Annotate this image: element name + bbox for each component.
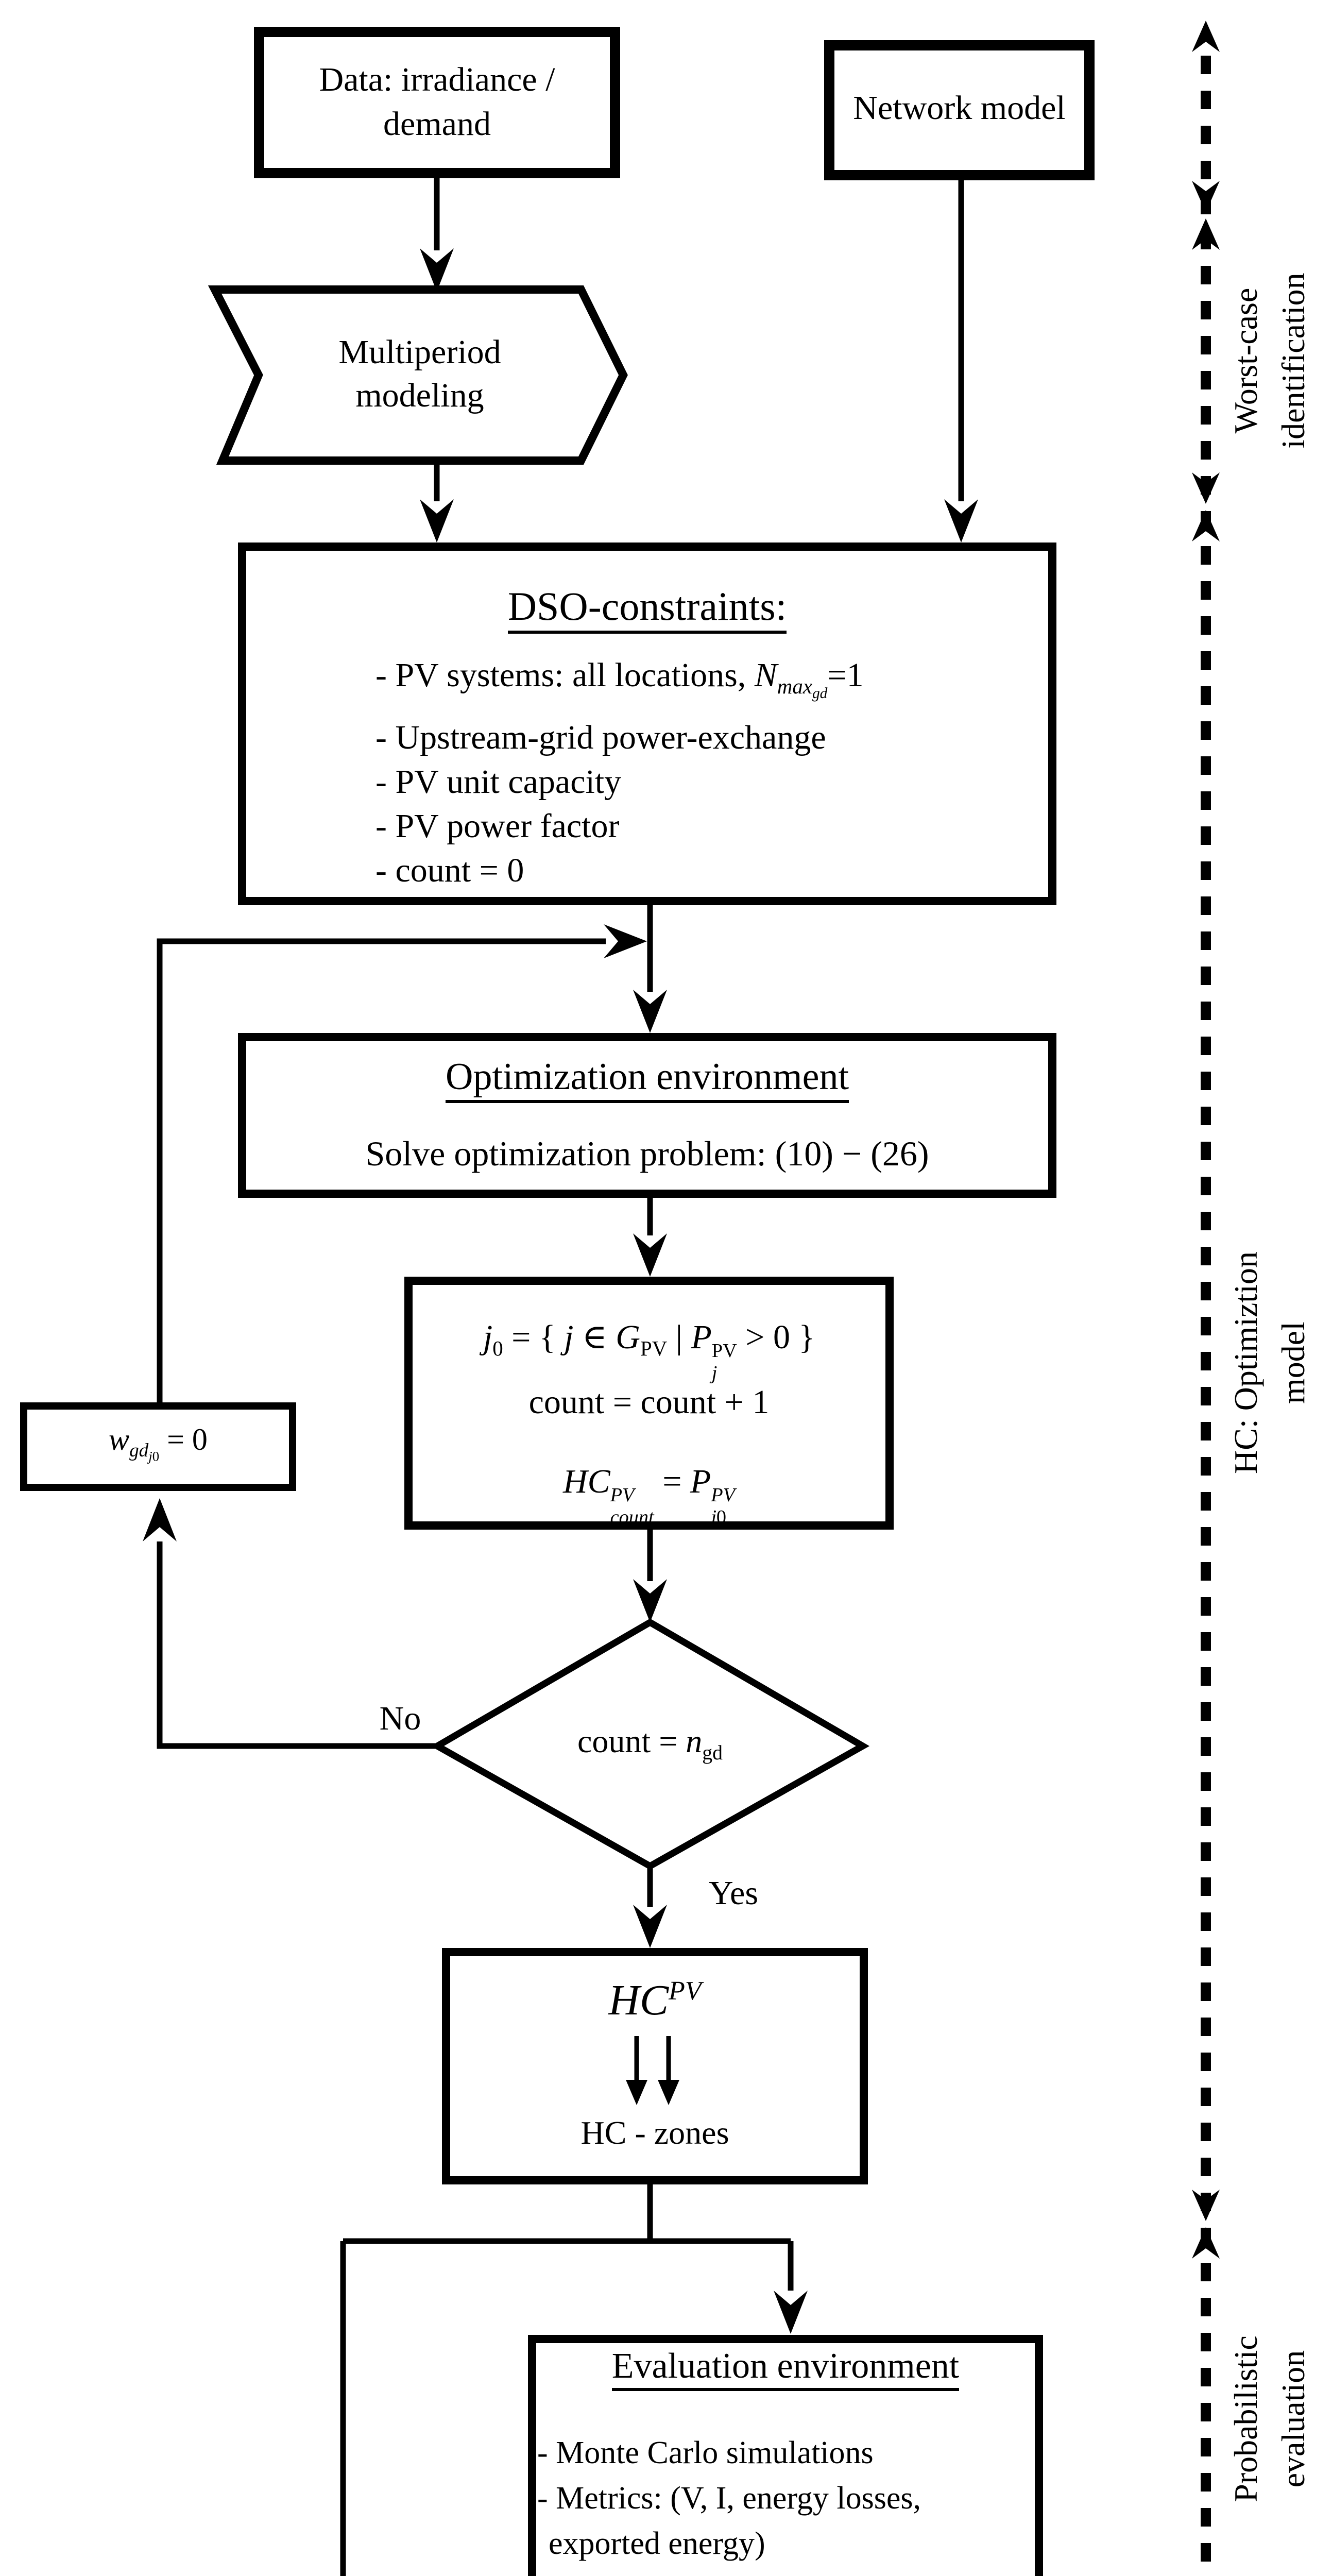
dso-constraints-box <box>238 543 1056 905</box>
hc-result-box <box>442 1948 868 2184</box>
eval-item-monte-carlo: - Monte Carlo simulations <box>537 2435 874 2470</box>
hc-result-label: HCPV <box>608 1976 702 2024</box>
edge-label-no: No <box>379 1700 421 1737</box>
phase-arrow-down-2 <box>1192 472 1220 504</box>
phase-arrow-up-3 <box>1192 2227 1220 2259</box>
decision-label: count = ngd <box>577 1723 723 1764</box>
dso-item-capacity: - PV unit capacity <box>375 763 622 801</box>
arrowhead-into-decision <box>633 1579 667 1622</box>
arrowhead-feedback-into-junction <box>604 924 647 958</box>
arrowhead-multiperiod-into-dso <box>420 499 454 543</box>
eval-item-metrics-cont: exported energy) <box>549 2526 765 2561</box>
multiperiod-chevron-shape <box>208 285 628 465</box>
phase-label-hc-optimization: HC: Optimiztion model <box>1227 1251 1311 1474</box>
edge-feedback-to-junction <box>157 938 606 1402</box>
data-box <box>254 27 620 178</box>
phase-arrow-down-3 <box>1192 2190 1220 2221</box>
network-model-label: Network model <box>853 89 1066 127</box>
multiperiod-label: Multiperiod modeling <box>338 333 501 414</box>
opt-body: Solve optimization problem: (10) − (26) <box>365 1134 929 1173</box>
phase-arrow-up-top <box>1192 21 1220 52</box>
arrowhead-network-into-dso <box>944 499 978 543</box>
phase-arrow-down-1 <box>1192 181 1220 212</box>
dso-item-pv-systems: - PV systems: all locations, Nmaxgd=1 <box>375 656 864 702</box>
eval-title: Evaluation environment <box>528 2346 1043 2391</box>
dso-item-power-factor: - PV power factor <box>375 807 620 845</box>
arrowhead-into-opt <box>633 990 667 1033</box>
phase-arrow-up-1 <box>1192 218 1220 250</box>
double-down-arrows-icon <box>626 2036 679 2105</box>
dso-title: DSO-constraints: <box>238 583 1056 634</box>
assignment-box <box>404 1277 894 1530</box>
data-box-line2: demand <box>383 105 491 143</box>
phase-bracket-line <box>1192 21 1220 2576</box>
optimization-environment-box <box>238 1033 1056 1198</box>
w-reset-box <box>20 1402 296 1491</box>
phase-arrow-up-2 <box>1192 510 1220 541</box>
edge-label-yes: Yes <box>708 1874 759 1912</box>
arrowhead-into-wbox <box>143 1498 177 1541</box>
hc-zones-label: HC - zones <box>580 2114 729 2151</box>
arrowhead-into-assign <box>633 1233 667 1277</box>
phase-label-probabilistic: Probabilistic evaluation <box>1227 2335 1311 2502</box>
arrowhead-into-hc <box>633 1905 667 1948</box>
arrowhead-into-multiperiod <box>420 248 454 292</box>
w-reset-label: wgdj0 = 0 <box>109 1422 208 1464</box>
edge-no-branch <box>157 1541 437 1749</box>
eval-item-metrics: - Metrics: (V, I, energy losses, <box>537 2481 921 2516</box>
evaluation-environment-box <box>528 2335 1043 2576</box>
eval-items: - Monte Carlo simulations - Metrics: (V,… <box>537 2430 1037 2566</box>
dso-item-upstream: - Upstream-grid power-exchange <box>375 719 826 757</box>
data-box-line1: Data: irradiance / <box>319 61 555 98</box>
dso-items: - PV systems: all locations, Nmaxgd=1 - … <box>375 653 1050 893</box>
arrowhead-into-eval <box>774 2291 808 2334</box>
decision-diamond-shape <box>430 1618 870 1870</box>
dso-item-count: - count = 0 <box>375 852 524 890</box>
phase-label-worst-case: Worst-case identification <box>1227 273 1311 449</box>
assign-line2: count = count + 1 <box>528 1383 770 1421</box>
edge-hc-split <box>340 2184 794 2576</box>
opt-title: Optimization environment <box>238 1055 1056 1103</box>
network-model-box <box>824 40 1095 180</box>
data-box-label: Data: irradiance / demand <box>254 58 620 146</box>
